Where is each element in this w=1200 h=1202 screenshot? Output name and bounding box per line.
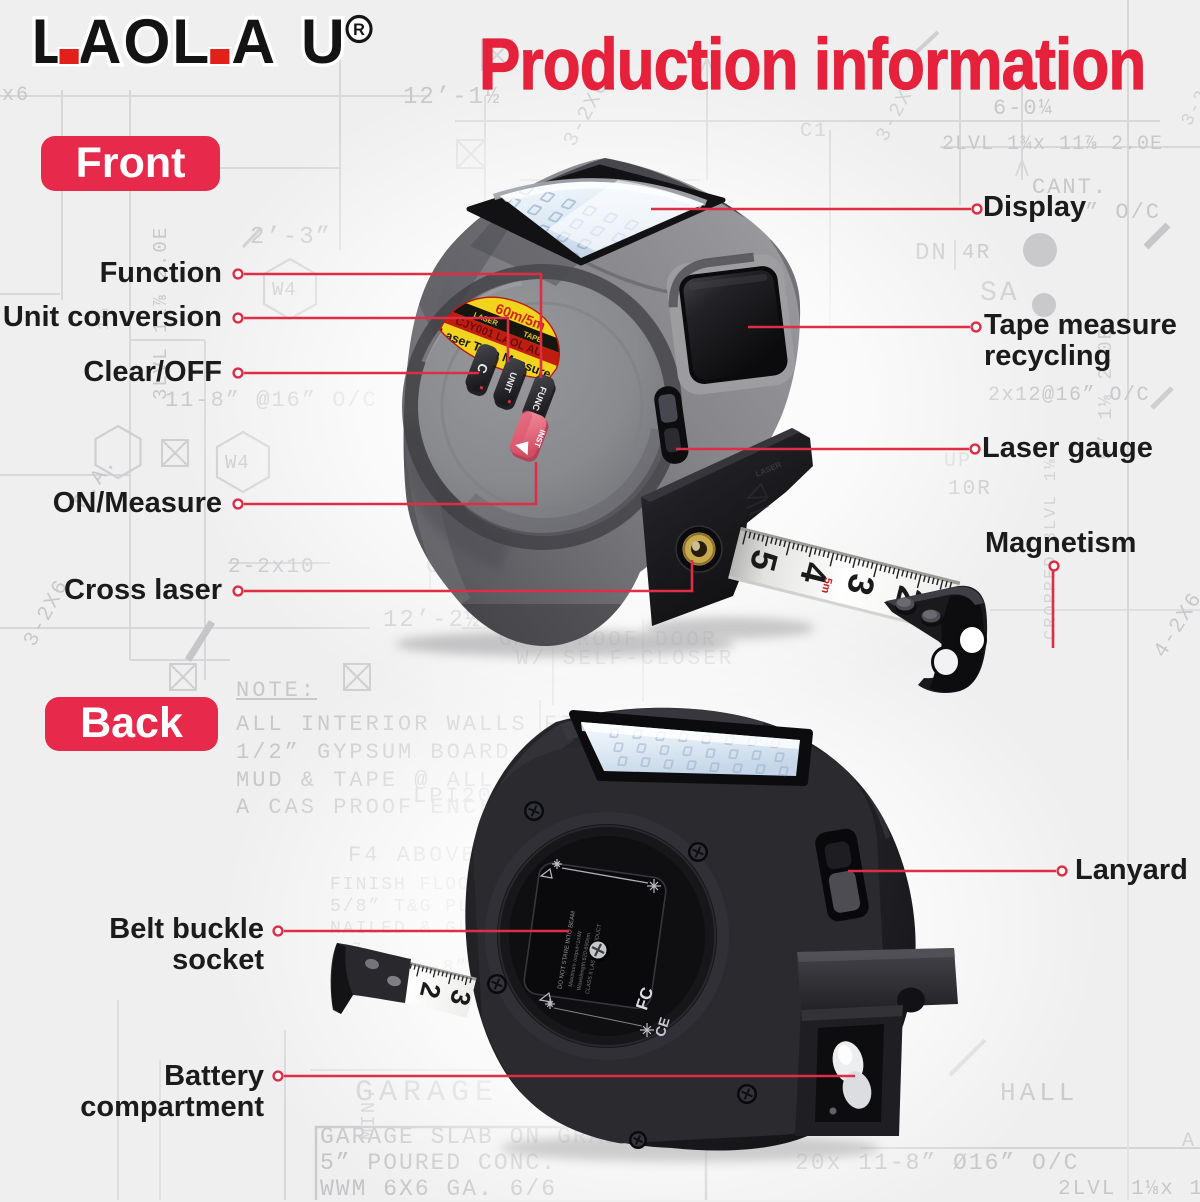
svg-text:2: 2 bbox=[414, 980, 447, 1002]
svg-text:AU: AU bbox=[231, 7, 370, 77]
svg-text:R: R bbox=[353, 20, 365, 39]
svg-text:5m: 5m bbox=[819, 576, 835, 595]
svg-text:3: 3 bbox=[444, 987, 477, 1009]
svg-text:AOL: AOL bbox=[78, 7, 211, 77]
svg-text:L: L bbox=[32, 7, 69, 77]
svg-text:CE: CE bbox=[652, 1015, 673, 1038]
